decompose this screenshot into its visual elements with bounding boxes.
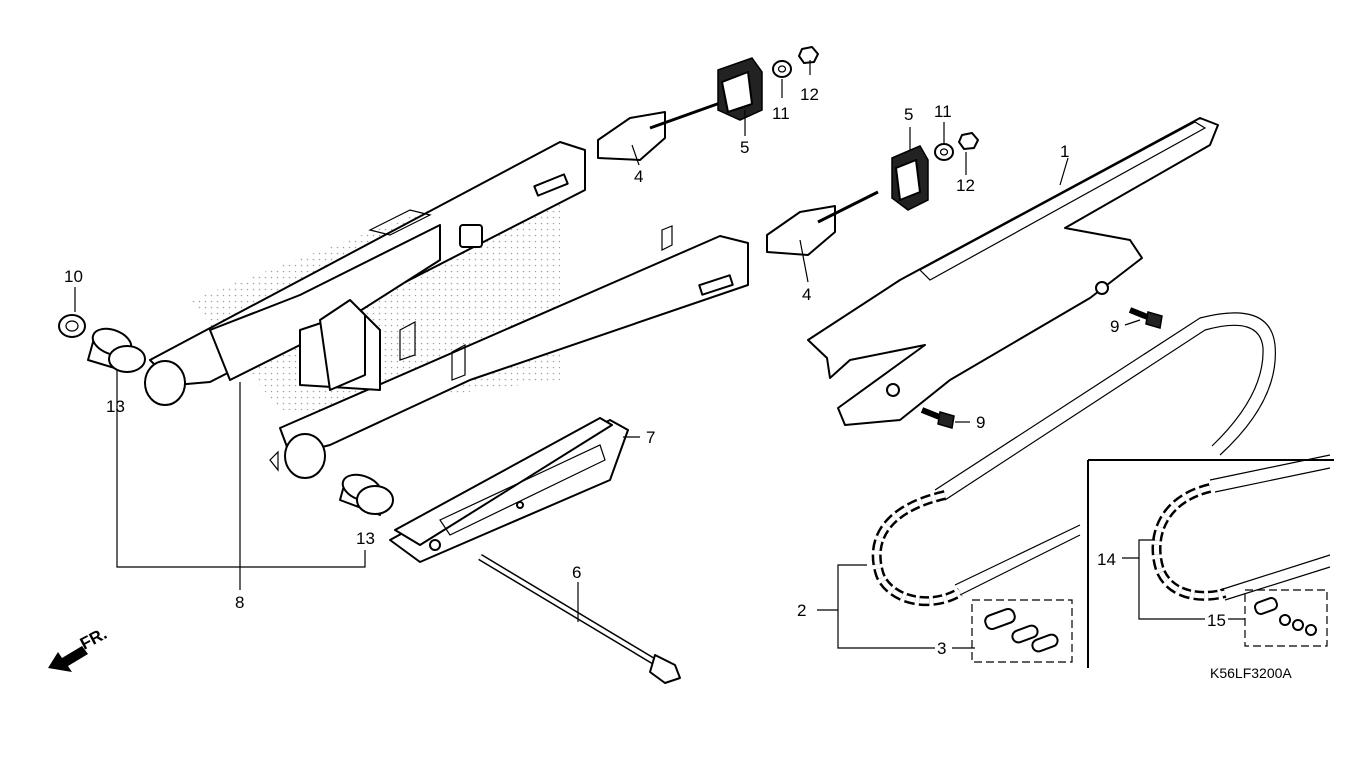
bushing-upper <box>87 327 146 373</box>
callout-1: 1 <box>1060 142 1069 161</box>
callout-13-upper: 13 <box>106 397 125 416</box>
callout-12-lower: 12 <box>956 176 975 195</box>
callout-2: 2 <box>797 601 806 620</box>
nut-lower <box>958 132 979 150</box>
master-link <box>984 607 1059 653</box>
nut-upper <box>798 46 819 64</box>
chain-case <box>807 117 1219 426</box>
master-link-box <box>971 599 1073 663</box>
leader-lines <box>74 60 1245 649</box>
bushing-lower <box>339 473 394 516</box>
optional-link-box <box>1244 589 1328 647</box>
pivot-bolt <box>478 553 681 684</box>
adjuster-block-upper <box>717 57 763 121</box>
callout-14: 14 <box>1097 550 1116 569</box>
front-arrow-icon <box>48 646 88 672</box>
inset-frame <box>1087 459 1334 668</box>
callout-15: 15 <box>1207 611 1226 630</box>
optional-chain <box>1151 454 1331 601</box>
callout-11-lower: 11 <box>934 102 952 121</box>
chain-adjuster-upper <box>597 101 721 161</box>
callout-12-upper: 12 <box>800 85 819 104</box>
washer-lower <box>934 143 954 161</box>
callout-5-upper: 5 <box>740 138 749 157</box>
adjuster-block-lower <box>891 145 929 211</box>
swingarm <box>144 141 749 479</box>
callout-9-lower: 9 <box>976 413 985 432</box>
callout-11-upper: 11 <box>772 104 790 123</box>
callout-5-lower: 5 <box>904 105 913 124</box>
bolt-lower <box>920 407 955 429</box>
drive-chain <box>871 312 1276 607</box>
washer-upper <box>772 60 792 78</box>
chain-slider <box>389 417 629 563</box>
callout-3: 3 <box>937 639 946 658</box>
callout-9-upper: 9 <box>1110 317 1119 336</box>
chain-adjuster-lower <box>766 190 879 256</box>
callout-13-lower: 13 <box>356 529 375 548</box>
drawing-code: K56LF3200A <box>1210 665 1292 681</box>
callout-4-lower: 4 <box>802 285 811 304</box>
dust-seal <box>58 314 86 338</box>
callout-8: 8 <box>235 593 244 612</box>
bolt-upper <box>1128 307 1163 329</box>
optional-link <box>1254 597 1317 636</box>
callout-10: 10 <box>64 267 83 286</box>
callout-6: 6 <box>572 563 581 582</box>
callout-7: 7 <box>646 428 655 447</box>
callout-4-upper: 4 <box>634 167 643 186</box>
